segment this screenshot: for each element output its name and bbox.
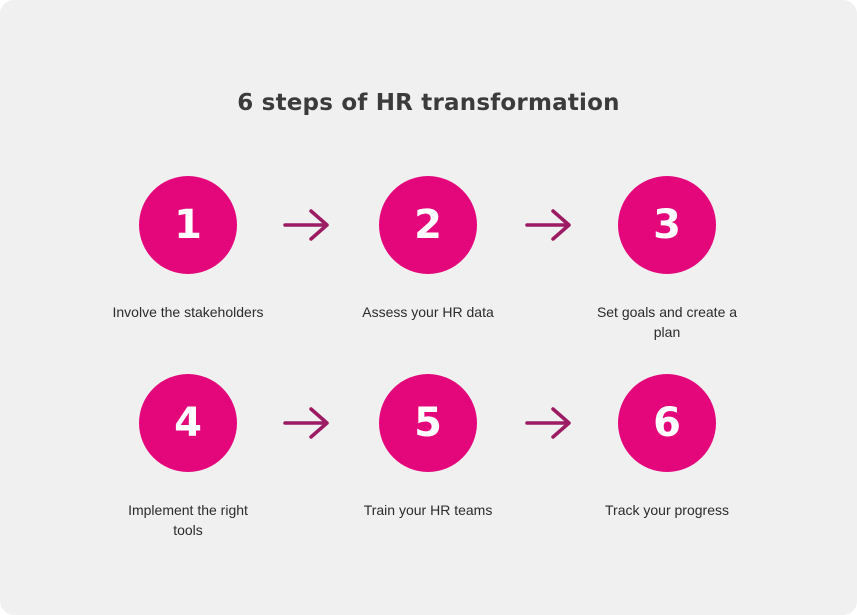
step-4-label: Implement the right tools (128, 502, 248, 538)
arrow-right-icon (525, 209, 571, 241)
step-1-circle: 1 (139, 176, 237, 274)
arrow-right-icon (283, 407, 329, 439)
step-6-circle: 6 (618, 374, 716, 472)
step-3-circle: 3 (618, 176, 716, 274)
step-2-label: Assess your HR data (362, 304, 494, 320)
step-3-label: Set goals and create a plan (596, 304, 738, 340)
step-5-circle: 5 (379, 374, 477, 472)
step-6-label: Track your progress (605, 502, 729, 518)
diagram-title: 6 steps of HR transformation (237, 90, 620, 116)
step-5-label: Train your HR teams (363, 502, 493, 518)
arrow-right-icon (525, 407, 571, 439)
arrow-right-icon (283, 209, 329, 241)
step-1-label: Involve the stakeholders (112, 304, 264, 320)
step-2-circle: 2 (379, 176, 477, 274)
step-4-circle: 4 (139, 374, 237, 472)
